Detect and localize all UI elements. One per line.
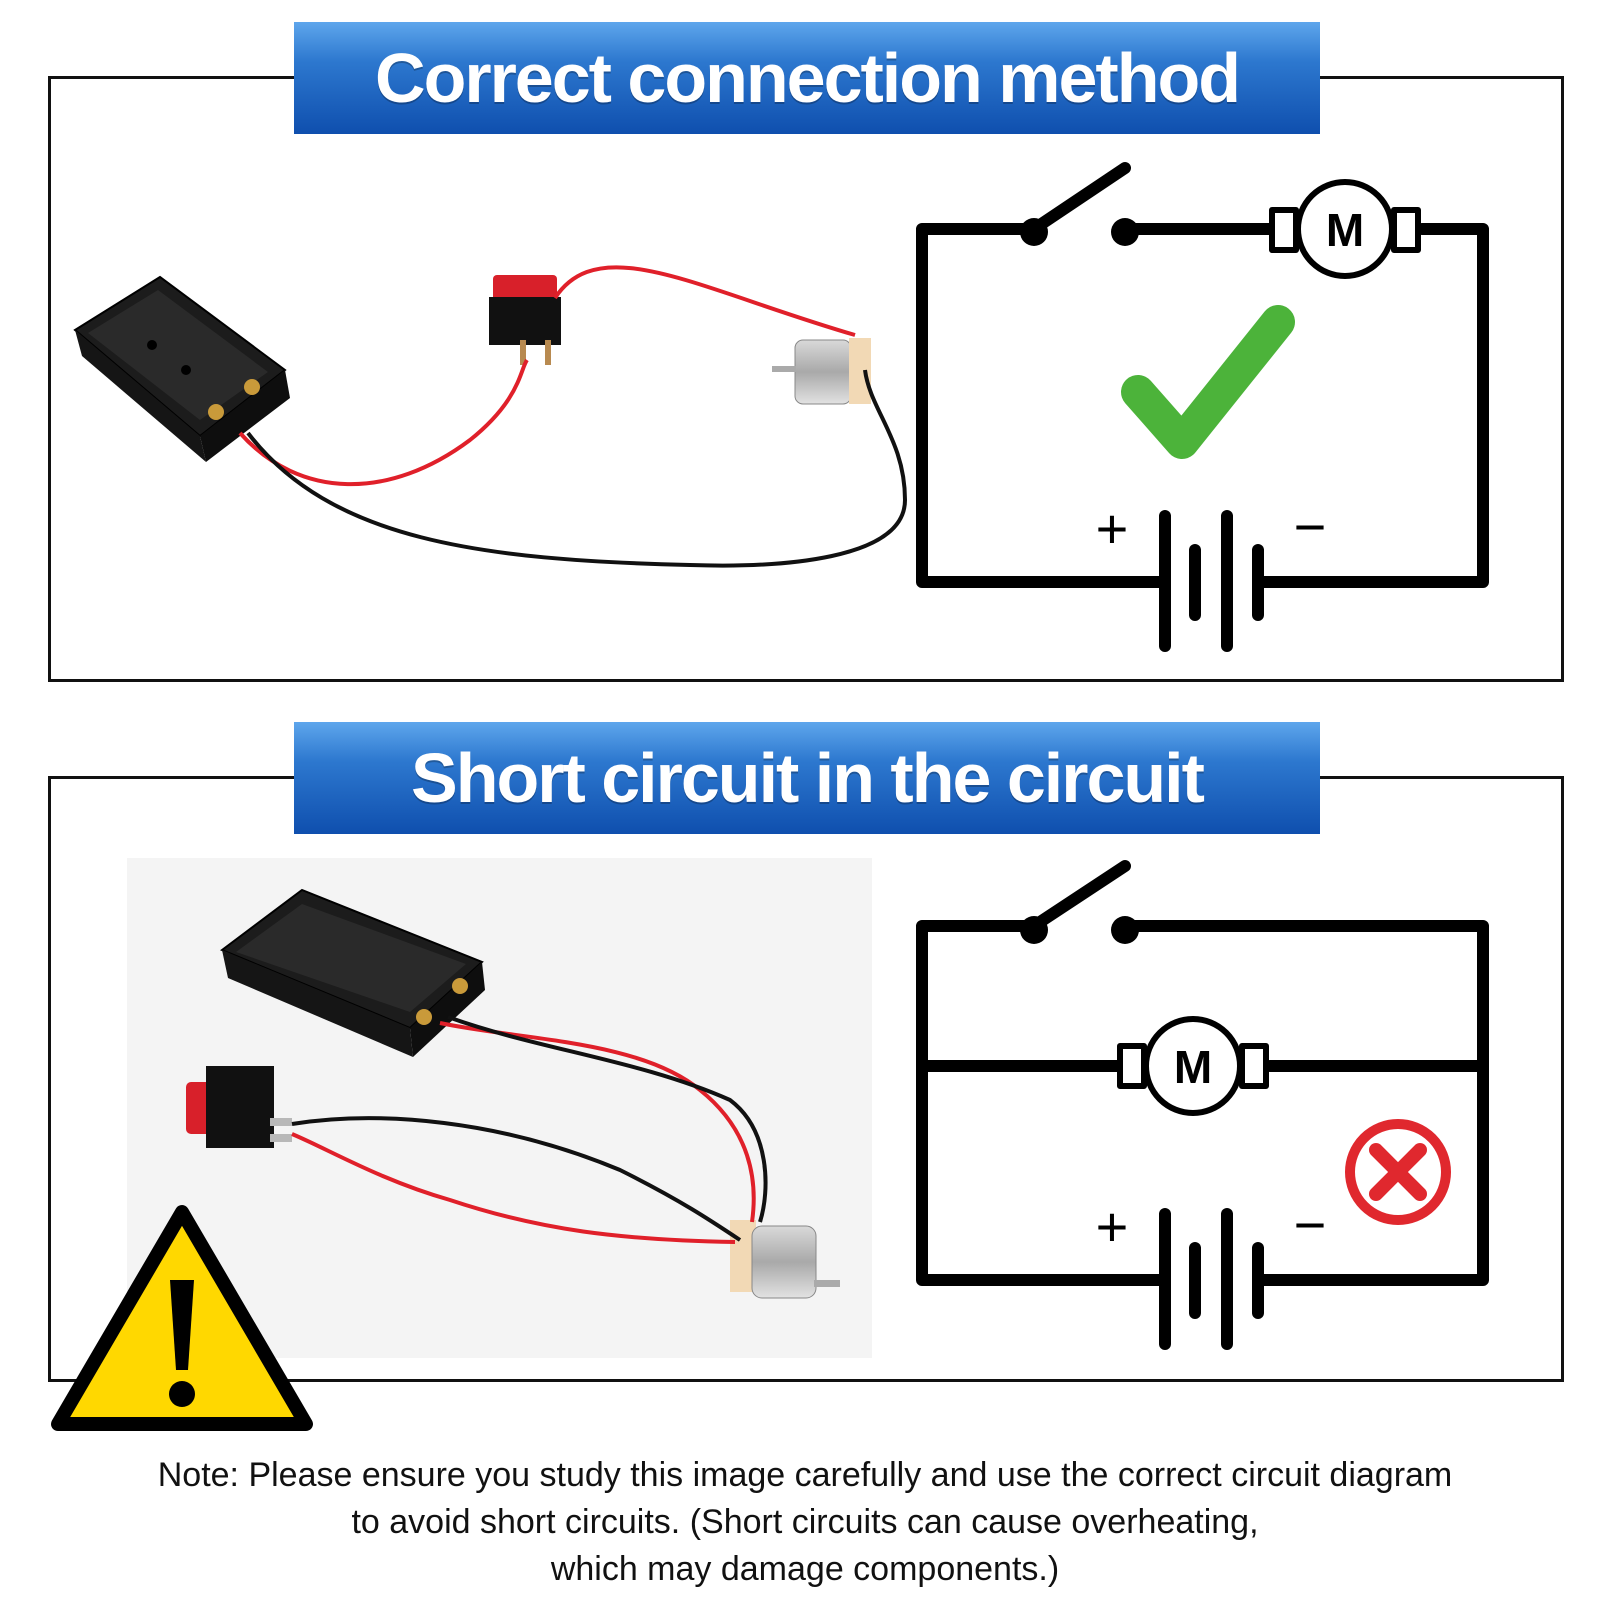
- battery-minus-top: −: [1294, 495, 1327, 558]
- rocker-switch-photo-bottom: [186, 1066, 292, 1148]
- battery-holder-photo-top: [73, 275, 290, 462]
- wires-photo-top: [238, 265, 908, 568]
- battery-holder-photo-bottom: [219, 888, 485, 1057]
- open-switch-lever: [1028, 162, 1131, 235]
- wires-photo-bottom: [291, 1015, 768, 1244]
- motor-label-bottom: M: [1174, 1041, 1212, 1093]
- section-title-correct: Correct connection method: [294, 22, 1320, 134]
- dc-motor-photo-bottom: [730, 1220, 840, 1299]
- motor-label-top: M: [1326, 204, 1364, 256]
- battery-symbol: [1159, 1208, 1264, 1350]
- motor-symbol: [1269, 179, 1421, 279]
- switch-terminal: [1111, 916, 1139, 944]
- switch-terminal: [1020, 916, 1048, 944]
- switch-terminal: [1020, 218, 1048, 246]
- warning-triangle-icon: [51, 1205, 313, 1431]
- series-circuit-diagram: [916, 162, 1489, 652]
- battery-plus-top: +: [1096, 497, 1129, 560]
- note-line-3: which may damage components.): [550, 1550, 1060, 1588]
- note-line-1: Note: Please ensure you study this image…: [157, 1456, 1453, 1494]
- check-icon: [1121, 305, 1295, 459]
- note-text: Note: Please ensure you study this image…: [40, 1452, 1570, 1593]
- dc-motor-photo-top: [772, 338, 871, 405]
- open-switch-lever: [1028, 860, 1131, 932]
- battery-symbol: [1159, 510, 1264, 652]
- motor-symbol: [1117, 1016, 1269, 1116]
- rocker-switch-photo-top: [489, 275, 561, 365]
- section-title-short: Short circuit in the circuit: [294, 722, 1320, 834]
- x-circle-icon: [1345, 1119, 1451, 1225]
- switch-terminal: [1111, 218, 1139, 246]
- battery-minus-bottom: −: [1294, 1193, 1327, 1256]
- note-line-2: to avoid short circuits. (Short circuits…: [351, 1503, 1259, 1541]
- battery-plus-bottom: +: [1096, 1195, 1129, 1258]
- short-circuit-diagram: [916, 860, 1489, 1350]
